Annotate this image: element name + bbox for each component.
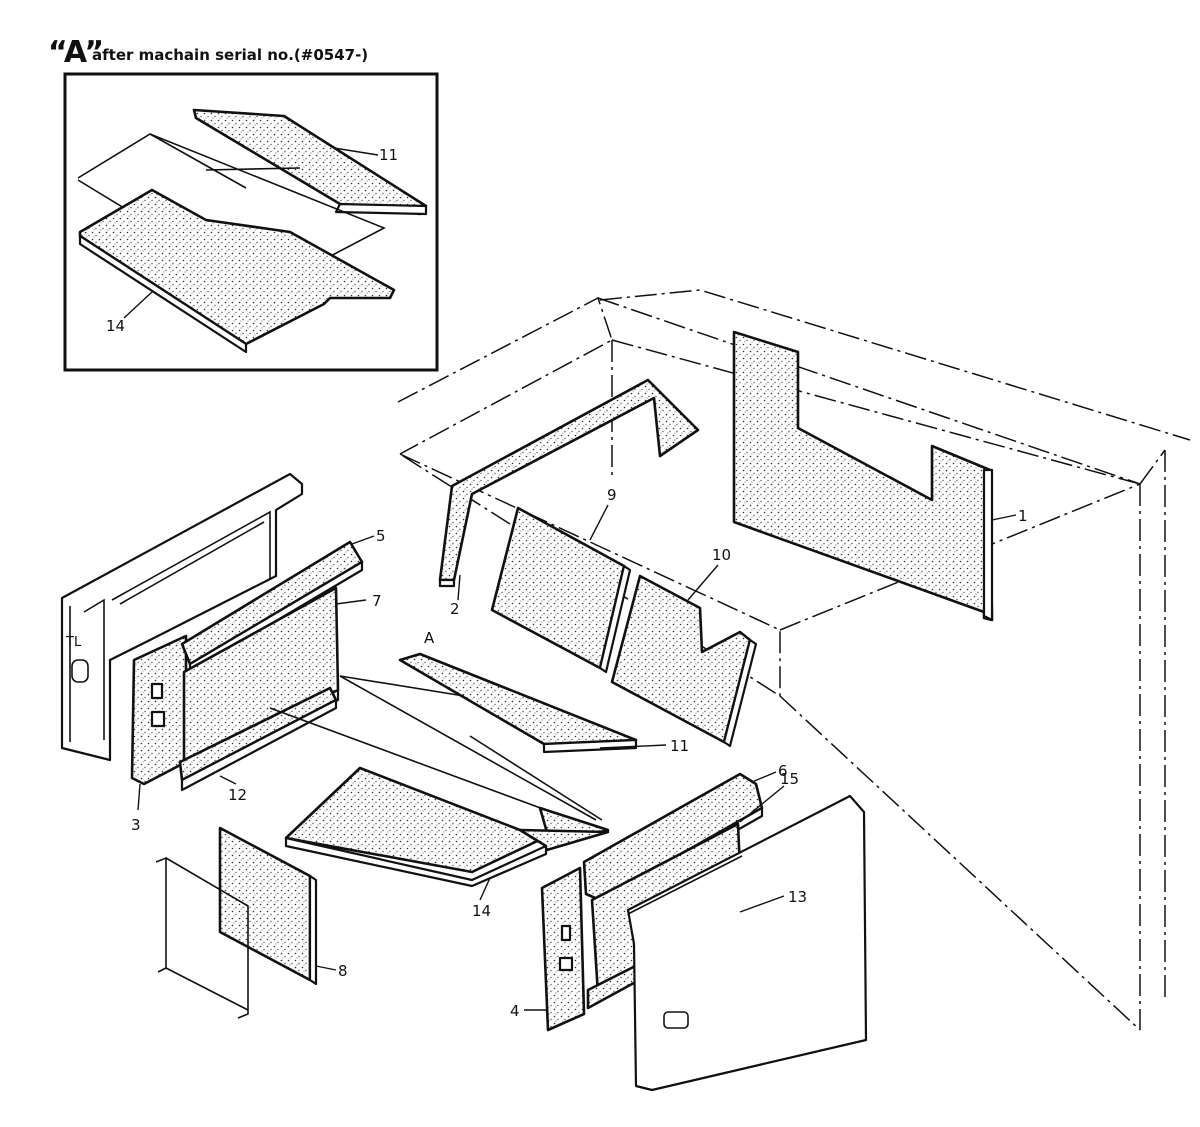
part-1: 1 <box>732 330 1028 622</box>
inset-caption: after machain serial no.(#0547-) <box>92 46 368 64</box>
part-4: 4 <box>510 866 586 1032</box>
inset-title: “A” after machain serial no.(#0547-) <box>48 35 368 70</box>
callout-15: 15 <box>780 770 799 788</box>
callout-12: 12 <box>228 786 247 804</box>
inset-callout-11: 11 <box>379 146 398 164</box>
part-3: 3 <box>130 634 188 834</box>
callout-3: 3 <box>131 816 141 834</box>
callout-6: 6 <box>778 762 788 780</box>
callout-14: 14 <box>472 902 491 920</box>
svg-text:TL: TL <box>65 635 82 650</box>
inset-letter: “A” <box>48 35 104 70</box>
part-13: 13 <box>626 794 868 1092</box>
callout-2: 2 <box>450 600 460 618</box>
callout-13: 13 <box>788 888 807 906</box>
callout-9: 9 <box>607 486 617 504</box>
part-14: 14 <box>284 766 610 920</box>
callout-A: A <box>424 629 435 647</box>
callout-1: 1 <box>1018 507 1028 525</box>
inset-box: 11 14 <box>63 72 439 372</box>
inset-callout-14: 14 <box>106 317 125 335</box>
part-9: 9 <box>490 486 632 674</box>
part-2: 2 <box>438 378 700 618</box>
callout-11: 11 <box>670 737 689 755</box>
callout-7: 7 <box>372 592 382 610</box>
part-12: 12 <box>178 686 338 804</box>
callout-10: 10 <box>712 546 731 564</box>
part-11: 11 A <box>398 629 689 755</box>
part-10: 10 <box>610 546 758 748</box>
callout-8: 8 <box>338 962 348 980</box>
callout-4: 4 <box>510 1002 520 1020</box>
part-8: 8 <box>155 826 348 1019</box>
left-frame: TL <box>60 472 304 762</box>
callout-5: 5 <box>376 527 386 545</box>
